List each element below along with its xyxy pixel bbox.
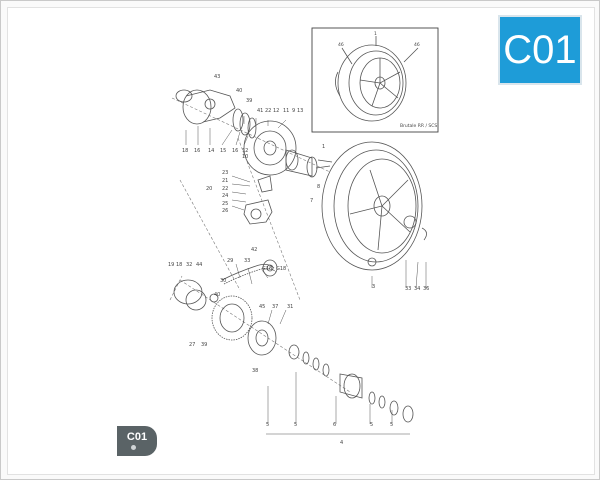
- callout-upper-18: 23: [222, 170, 228, 176]
- callout-lower-5: 29: [227, 258, 233, 264]
- sprocket-carrier: [173, 279, 219, 311]
- callout-lower-18: 5: [294, 422, 297, 428]
- callout-upper-15: 10: [242, 154, 248, 160]
- callout-upper-1: 40: [236, 88, 242, 94]
- callout-upper-14: 13: [297, 108, 303, 114]
- callout-lower-22: 4: [340, 440, 343, 446]
- callout-lower-8: G18: [276, 266, 286, 272]
- callout-lower-2: 18: [176, 262, 182, 268]
- callout-lower-0: 42: [251, 247, 257, 253]
- inset-label-46-left: 46: [338, 42, 344, 48]
- callout-upper-8: 12: [242, 148, 248, 154]
- hub-assembly: [285, 149, 333, 178]
- callout-upper-28: 34: [414, 286, 420, 292]
- callout-upper-0: 43: [214, 74, 220, 80]
- rear-sprocket: [211, 295, 253, 341]
- callout-lower-21: 5: [390, 422, 393, 428]
- callout-lower-15: 39: [201, 342, 207, 348]
- callout-lower-4: 44: [196, 262, 202, 268]
- callout-upper-12: 11: [283, 108, 289, 114]
- callout-upper-22: 25: [222, 201, 228, 207]
- front-sprocket: [262, 259, 278, 277]
- callout-upper-6: 15: [220, 148, 226, 154]
- callout-upper-21: 24: [222, 193, 228, 199]
- callout-upper-29: 36: [423, 286, 429, 292]
- cush-drive-flange: [247, 320, 277, 356]
- callout-upper-10: 22: [265, 108, 271, 114]
- callout-upper-3: 18: [182, 148, 188, 154]
- caliper-bracket: [175, 89, 236, 125]
- callout-lower-14: 27: [189, 342, 195, 348]
- callout-upper-20: 22: [222, 186, 228, 192]
- callout-lower-11: 45: [259, 304, 265, 310]
- callout-lower-6: 33: [244, 258, 250, 264]
- callout-upper-16: 1: [322, 144, 325, 150]
- callout-lower-3: 32: [186, 262, 192, 268]
- assembly-axes: [169, 97, 351, 393]
- inset-label-46-right: 46: [414, 42, 420, 48]
- callout-lower-7: G18: [262, 266, 272, 272]
- callout-upper-2: 39: [246, 98, 252, 104]
- inset-label-1: 1: [374, 31, 377, 37]
- section-tag[interactable]: C01: [117, 426, 157, 456]
- callout-upper-5: 14: [208, 148, 214, 154]
- callout-upper-4: 16: [194, 148, 200, 154]
- brake-disc: [243, 120, 297, 176]
- callout-upper-26: 3: [372, 284, 375, 290]
- rear-wheel: [321, 141, 427, 271]
- dot-icon: [131, 445, 136, 450]
- callout-upper-25: 7: [310, 198, 313, 204]
- callout-lower-17: 5: [266, 422, 269, 428]
- callout-upper-11: 12: [273, 108, 279, 114]
- drawing-sheet: [7, 7, 595, 475]
- callout-lower-16: 38: [252, 368, 258, 374]
- callout-lower-13: 31: [287, 304, 293, 310]
- brake-caliper: [243, 175, 273, 225]
- callout-upper-9: 41: [257, 108, 263, 114]
- inset-box: [311, 27, 439, 133]
- inset-caption: Brutale RR / SCS: [400, 123, 437, 129]
- section-code-badge: C01: [498, 15, 582, 85]
- lower-axle-parts: [288, 344, 414, 423]
- callout-upper-19: 21: [222, 178, 228, 184]
- callout-upper-13: 9: [292, 108, 295, 114]
- callout-upper-27: 33: [405, 286, 411, 292]
- callout-lower-20: 5: [370, 422, 373, 428]
- callout-lower-1: 19: [168, 262, 174, 268]
- callout-lower-12: 37: [272, 304, 278, 310]
- callout-upper-23: 26: [222, 208, 228, 214]
- callout-upper-17: 8: [317, 184, 320, 190]
- callout-upper-24: 20: [206, 186, 212, 192]
- callout-upper-7: 16: [232, 148, 238, 154]
- callout-lower-19: 6: [333, 422, 336, 428]
- callout-lower-9: 30: [220, 278, 226, 284]
- inset-wheel-drawing: [335, 44, 407, 122]
- section-tag-label: C01: [126, 431, 148, 443]
- upper-bearings: [232, 108, 257, 139]
- callout-lower-10: 40: [214, 292, 220, 298]
